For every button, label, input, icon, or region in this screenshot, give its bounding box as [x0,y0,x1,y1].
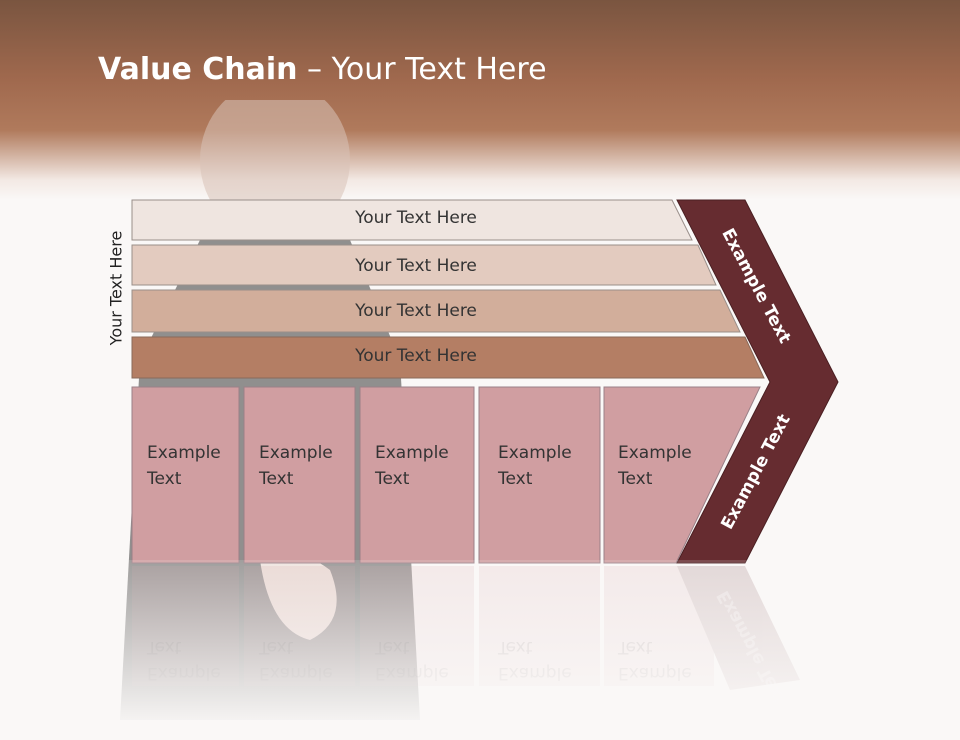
primary-cell-2 [243,386,356,564]
support-bar-4 [131,336,765,379]
support-bar-2 [131,244,717,286]
slide: Value Chain – Your Text Here Your Text H… [0,0,960,720]
primary-cell-2-label: Example Text [259,443,333,489]
reflection-fade [0,560,960,720]
primary-cell-1-label: Example Text [147,443,221,489]
primary-cell-5-label: Example Text [618,443,692,489]
primary-cell-3 [359,386,475,564]
support-bar-3 [131,289,741,333]
primary-cell-3-label: Example Text [375,443,449,489]
primary-cell-4-label: Example Text [498,443,572,489]
support-bar-1 [131,199,693,241]
slide-title: Value Chain – Your Text Here [98,52,547,87]
header-band [0,0,960,200]
primary-cell-1 [131,386,240,564]
primary-cell-4 [478,386,601,564]
